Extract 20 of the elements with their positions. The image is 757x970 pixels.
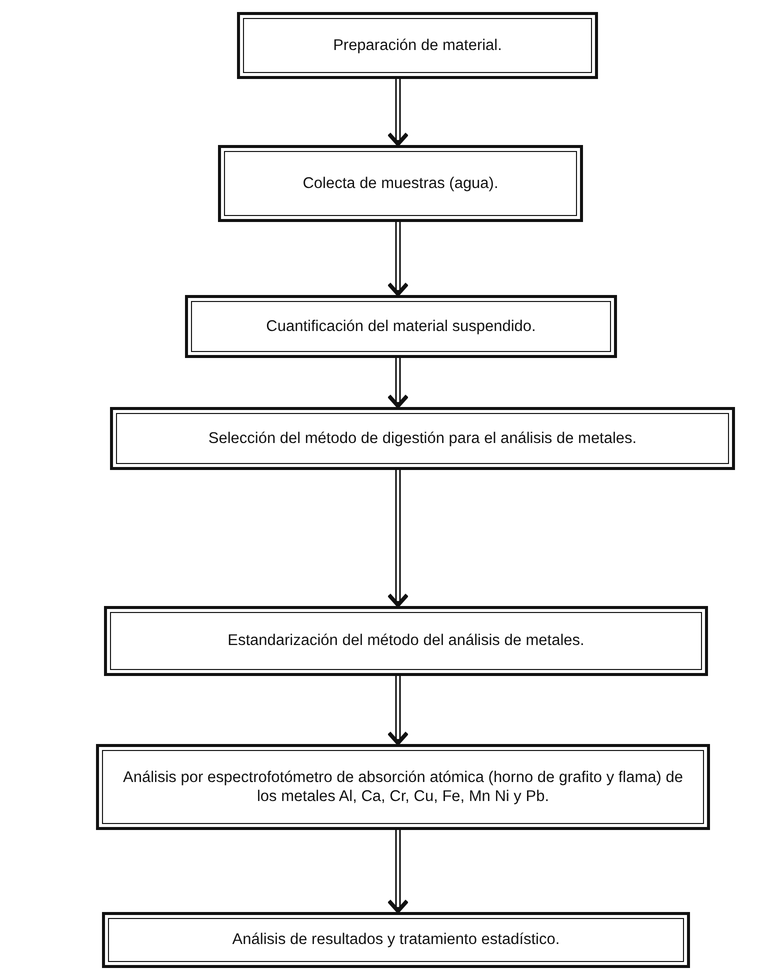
step-text: Análisis de resultados y tratamiento estadístico. bbox=[232, 930, 560, 950]
process-box bbox=[237, 12, 598, 79]
step-text: Análisis por espectrofotómetro de absorción atómica (horno de grafito y flama) de los metales Al, Ca, Cr, Cu, Fe, Mn Ni y Pb. bbox=[122, 768, 684, 806]
step-text: Colecta de muestras (agua). bbox=[302, 174, 498, 194]
step-text: Selección del método de digestión para el análisis de metales. bbox=[208, 428, 637, 448]
process-box bbox=[102, 912, 690, 968]
arrow bbox=[387, 357, 409, 408]
step-text: Cuantificación del material suspendido. bbox=[266, 316, 536, 336]
arrow bbox=[387, 221, 409, 296]
process-box bbox=[110, 407, 735, 470]
process-box bbox=[104, 606, 708, 676]
process-box bbox=[218, 145, 583, 222]
process-box bbox=[185, 295, 617, 358]
arrow bbox=[387, 469, 409, 607]
arrow bbox=[387, 78, 409, 146]
step-text: Estandarización del método del análisis de metales. bbox=[228, 631, 584, 651]
arrow bbox=[387, 829, 409, 913]
arrow bbox=[387, 675, 409, 745]
step-text: Preparación de material. bbox=[333, 36, 502, 56]
process-box bbox=[96, 744, 710, 830]
